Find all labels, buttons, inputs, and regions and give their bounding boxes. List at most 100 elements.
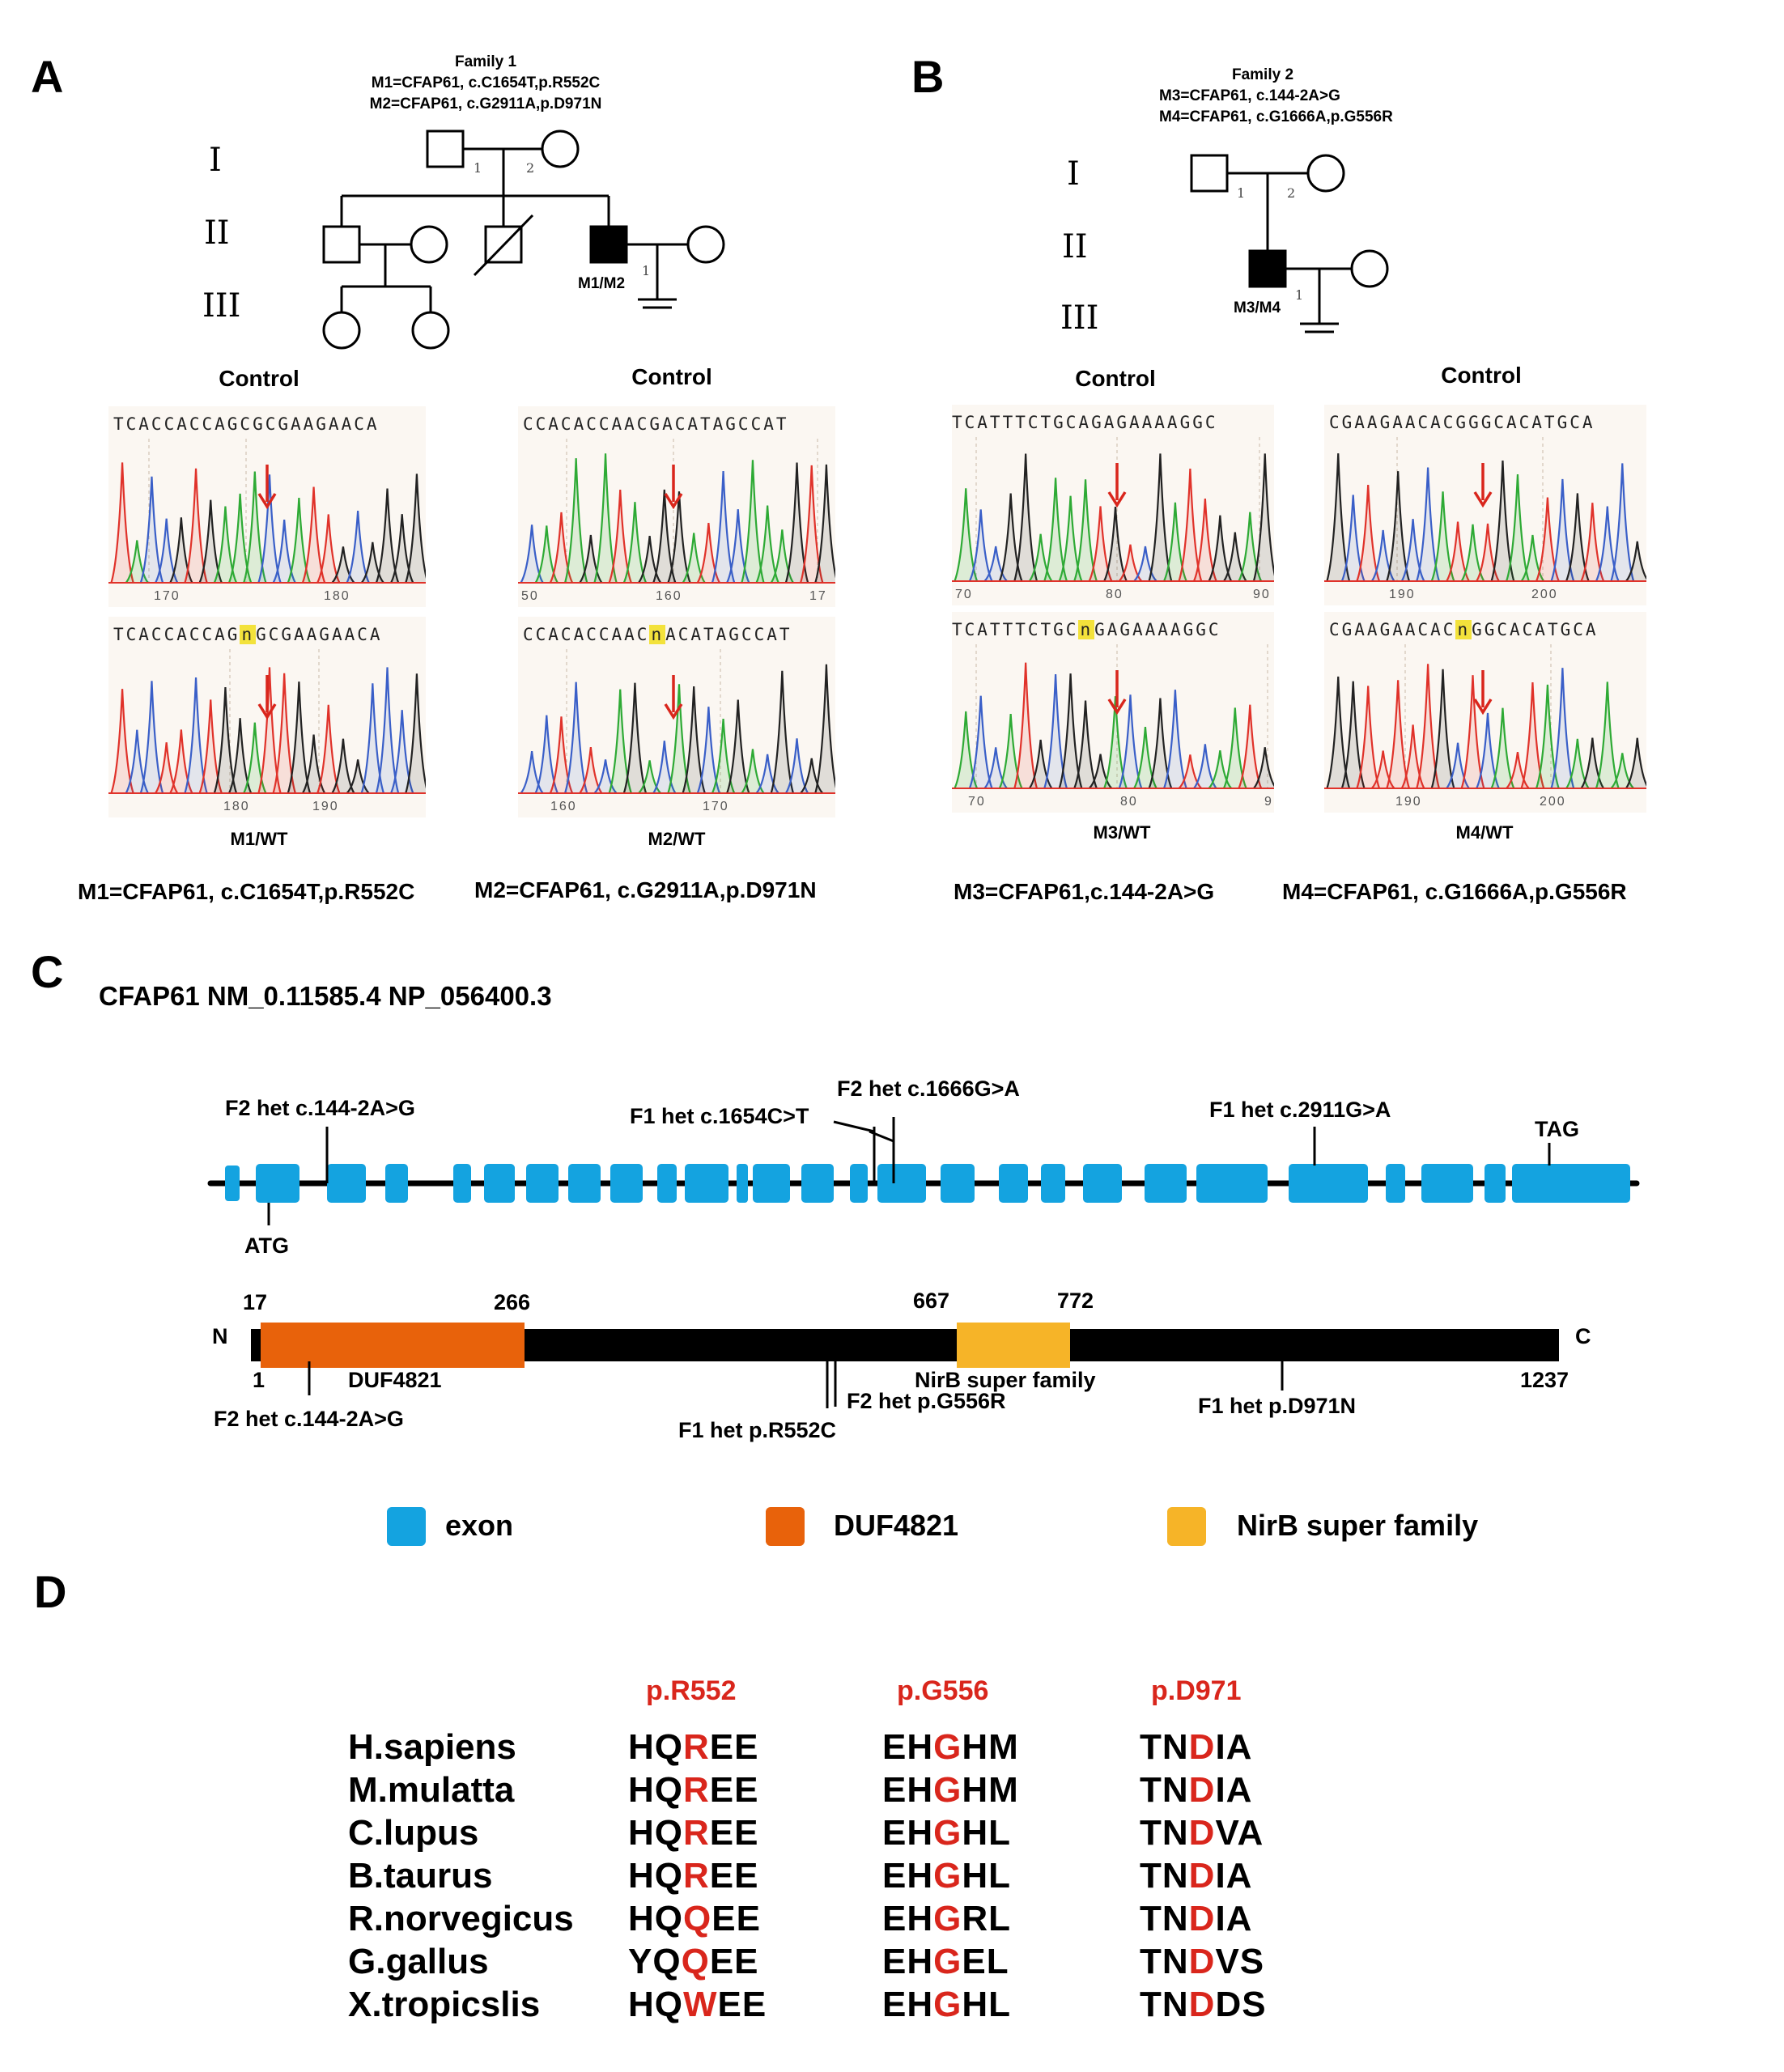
protein-domains (251, 1323, 1559, 1408)
f1-num-spouse: 1 (642, 263, 650, 278)
family2-title: Family 2 (1231, 66, 1294, 83)
control-tick-2c: 17 (809, 589, 827, 603)
duf4821-domain (261, 1323, 525, 1368)
var-f2-splice: F2 het c.144-2A>G (225, 1096, 415, 1120)
trace-peak (726, 699, 750, 794)
caption-4: M4/WT (1455, 822, 1514, 843)
exon (225, 1166, 240, 1201)
pvar-f1-r552c: F1 het p.R552C (678, 1418, 837, 1442)
trace-peak (257, 667, 282, 794)
position-d971: p.D971 (1151, 1675, 1242, 1706)
control-label-1: Control (219, 366, 299, 391)
trace-peak (1208, 750, 1233, 789)
trace-peak (198, 499, 223, 584)
mutant-trace-3 (952, 644, 1274, 789)
mut-tick-2a: 160 (550, 800, 577, 813)
trace-peak (682, 686, 706, 794)
var-f2-1666: F2 het c.1666G>A (837, 1076, 1020, 1101)
trace-peak (1013, 453, 1039, 582)
var-f1-2911: F1 het c.2911G>A (1209, 1098, 1391, 1122)
residue-d971: TNDVA (1140, 1813, 1264, 1853)
trace-peak (1610, 463, 1635, 582)
f2-proband-label: M3/M4 (1234, 299, 1281, 316)
mut-seq-2: CCACACCAACnACATAGCCAT (523, 625, 792, 644)
legend-label-exon: exon (445, 1509, 514, 1542)
pvar-f1-d971n: F1 het p.D971N (1198, 1394, 1357, 1418)
legend-swatch-nirb (1167, 1507, 1206, 1546)
trace-peak (652, 741, 677, 794)
trace-peak (316, 704, 341, 794)
gen-label-1: I (209, 142, 222, 179)
tag-label: TAG (1535, 1117, 1579, 1141)
nirb-end: 772 (1057, 1289, 1094, 1313)
trace-peak (968, 695, 993, 789)
mut-tick-3b: 80 (1120, 795, 1138, 809)
f1-gen3-female-1 (322, 311, 361, 350)
trace-peak (770, 670, 795, 794)
exon (1041, 1164, 1065, 1203)
mutation-arrow-icon (257, 465, 277, 510)
trace-peak (784, 462, 809, 584)
trace-peak (1253, 747, 1274, 789)
gen-label-b-1: I (1067, 155, 1080, 193)
control-tick-2a: 50 (521, 589, 539, 603)
control-label-4: Control (1441, 363, 1522, 388)
trace-peak (1073, 479, 1098, 582)
chromatogram-control-1: TCACCACCAGCGCGAAGAACA 170 180 (108, 406, 426, 607)
trace-peak (184, 468, 208, 584)
f2-num-1: 1 (1237, 185, 1245, 201)
control-trace-3 (952, 437, 1274, 582)
trace-peak (1580, 737, 1605, 789)
control-seq-2: CCACACCAACGACATAGCCAT (523, 414, 789, 434)
exon (526, 1164, 559, 1203)
exon (568, 1164, 601, 1203)
species-name: X.tropicslis (348, 1985, 541, 2024)
trace-peak (638, 536, 662, 584)
mutation-arrow-icon (1107, 463, 1127, 508)
f2-proband (1248, 249, 1287, 288)
f1-grandfather (426, 130, 465, 168)
control-trace-2 (518, 439, 835, 584)
nirb-domain (957, 1323, 1070, 1368)
species-name: G.gallus (348, 1942, 489, 1981)
family2-m3: M3=CFAP61, c.144-2A>G (1159, 87, 1340, 104)
trace-peak (1565, 493, 1590, 582)
trace-peak (1163, 690, 1187, 789)
trace-peak (954, 488, 979, 582)
residue-g556: EHGHL (882, 1856, 1012, 1896)
family1-pedigree: 1 2 1 (322, 130, 725, 350)
trace-peak (784, 738, 809, 794)
trace-peak (1506, 473, 1530, 582)
duf-end: 266 (494, 1290, 531, 1314)
pvar-f2-splice: F2 het c.144-2A>G (214, 1407, 404, 1431)
trace-peak (1550, 478, 1575, 582)
f2-num-2: 2 (1287, 185, 1295, 201)
trace-peak (1326, 453, 1351, 582)
chromatogram-control-4: CGAAGAACACGGGCACATGCA 190 200 (1324, 405, 1646, 605)
f1-gen2-female (410, 225, 448, 264)
family1-title: Family 1 (454, 53, 517, 70)
trace-peak (1430, 669, 1455, 789)
mutation-arrow-icon (1473, 670, 1493, 715)
exon (1485, 1164, 1506, 1203)
position-g556: p.G556 (897, 1675, 989, 1706)
trace-peak (405, 473, 426, 584)
protein-n: N (212, 1324, 228, 1348)
trace-peak (1356, 485, 1381, 582)
exon (256, 1164, 299, 1203)
trace-peak (316, 514, 341, 584)
trace-peak (110, 689, 134, 794)
f1-spouse (686, 225, 725, 264)
trace-peak (1043, 478, 1068, 582)
trace-peak (579, 746, 603, 794)
mut-tick-2b: 170 (703, 800, 729, 813)
trace-peak (741, 460, 765, 584)
gen-label-3: III (202, 287, 241, 325)
duf-start: 17 (243, 1290, 268, 1314)
trace-peak (520, 750, 544, 794)
pvar-f2-g556r: F2 het p.G556R (847, 1389, 1006, 1413)
f1-proband (589, 225, 628, 264)
f1-num-2: 2 (526, 160, 534, 176)
trace-peak (1208, 515, 1233, 582)
